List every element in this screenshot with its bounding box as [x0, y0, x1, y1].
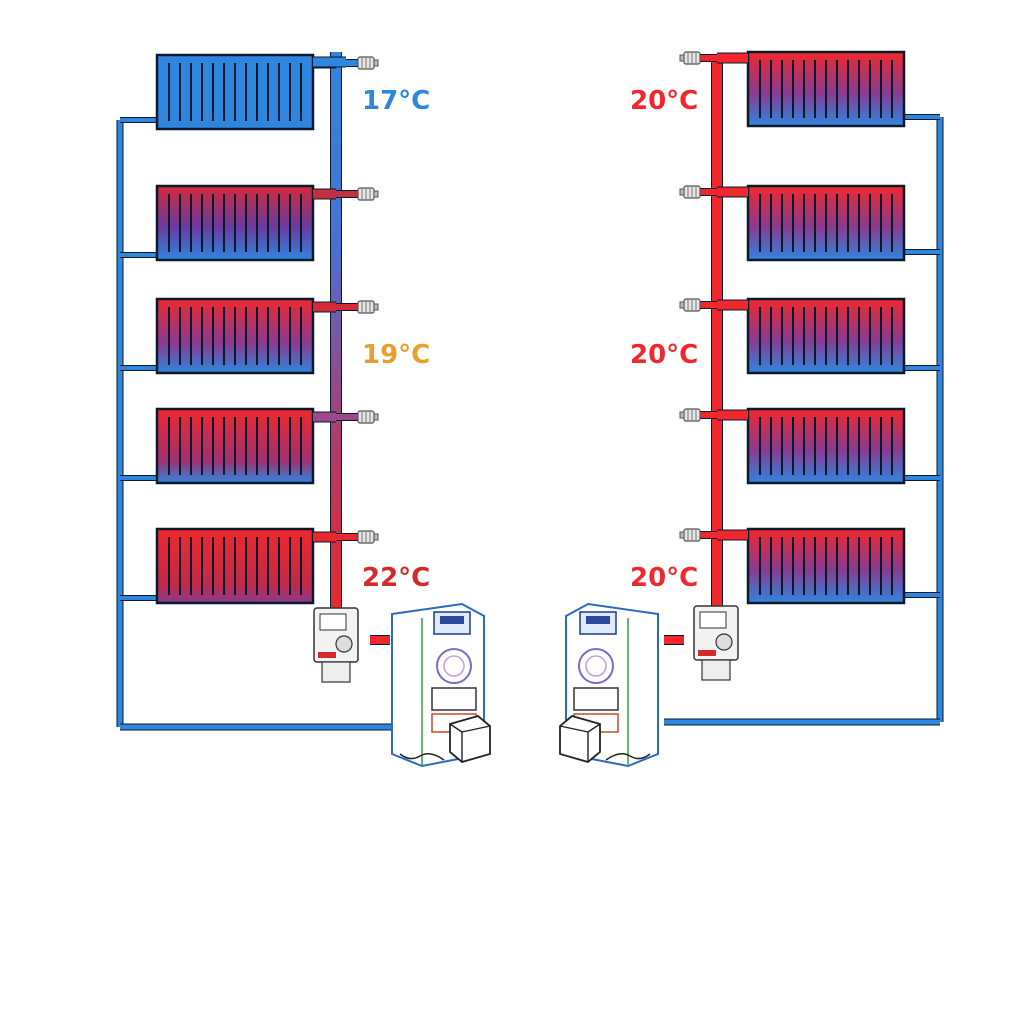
right-boiler — [559, 602, 659, 768]
left-top-temperature: 17°C — [362, 86, 431, 116]
left-radiator-3 — [155, 297, 315, 375]
left-heating-system — [116, 52, 392, 731]
left-middle-temperature: 19°C — [362, 340, 431, 370]
left-thermostat-valve-4 — [357, 410, 379, 424]
right-heating-system — [664, 50, 944, 726]
boilers — [391, 602, 659, 768]
right-thermostat-valve-3 — [679, 298, 701, 312]
right-radiator-4 — [746, 407, 906, 485]
left-bottom-temperature: 22°C — [362, 563, 431, 593]
right-thermostat-valve-2 — [679, 185, 701, 199]
right-supply-riser — [712, 55, 722, 615]
left-thermostat-valve-3 — [357, 300, 379, 314]
right-radiator-1 — [746, 50, 906, 128]
left-radiator-4 — [155, 407, 315, 485]
left-radiator-5 — [155, 527, 315, 605]
left-pump — [313, 607, 359, 683]
right-thermostat-valve-4 — [679, 408, 701, 422]
left-thermostat-valve-2 — [357, 187, 379, 201]
right-pump — [693, 605, 739, 681]
left-radiator-1 — [155, 53, 315, 131]
right-thermostat-valve-5 — [679, 528, 701, 542]
right-radiator-5 — [746, 527, 906, 605]
left-boiler — [391, 602, 491, 768]
left-supply-riser — [331, 52, 341, 612]
right-radiator-3 — [746, 297, 906, 375]
right-top-temperature: 20°C — [630, 86, 699, 116]
left-radiator-2 — [155, 184, 315, 262]
right-bottom-temperature: 20°C — [630, 563, 699, 593]
right-thermostat-valve-1 — [679, 51, 701, 65]
right-middle-temperature: 20°C — [630, 340, 699, 370]
left-thermostat-valve-1 — [357, 56, 379, 70]
right-radiator-2 — [746, 184, 906, 262]
left-thermostat-valve-5 — [357, 530, 379, 544]
